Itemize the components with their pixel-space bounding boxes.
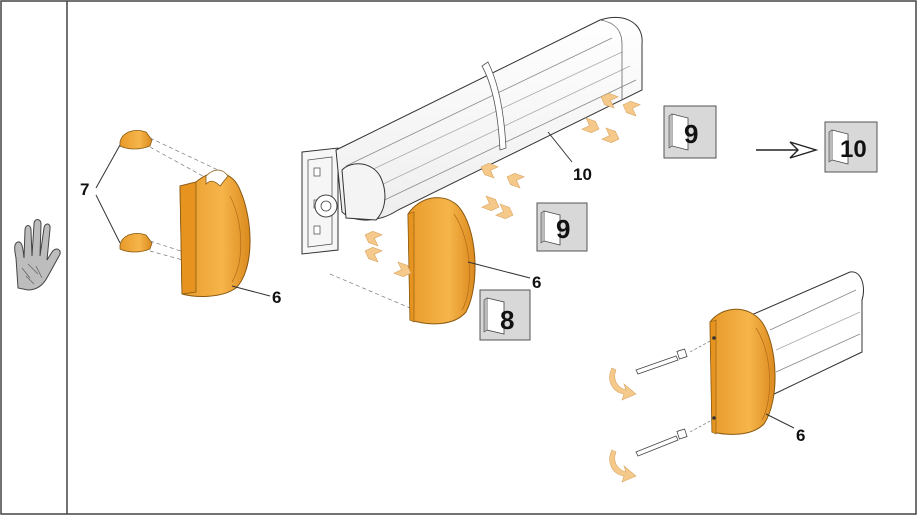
callout-6-mounted: 6: [532, 273, 541, 292]
end-cap-mounted: [407, 197, 476, 325]
leader-line-6-left: [231, 285, 271, 297]
direction-arrows-middle: [478, 160, 525, 222]
rotation-arrow-lower: [609, 449, 637, 483]
rotation-arrow-upper: [609, 367, 637, 401]
small-cap-lower: [119, 233, 153, 253]
wall-bracket: [301, 147, 339, 255]
ref-number-10: 10: [840, 136, 867, 163]
profile-body: [335, 16, 643, 221]
manual-ref-9-lower: 9: [536, 202, 588, 252]
manual-ref-10: 10: [824, 121, 878, 173]
callout-6-bottom: 6: [796, 426, 805, 445]
end-cap-fixed: [709, 308, 776, 435]
manual-book-icon: [540, 210, 561, 246]
manual-ref-9-upper: 9: [663, 105, 717, 159]
hand-icon: [14, 219, 61, 291]
leader-lines-7: [95, 144, 121, 244]
leader-line-6-bottom: [765, 413, 795, 429]
callout-6-left: 6: [272, 288, 281, 307]
small-cap-upper: [119, 130, 153, 150]
manual-book-icon: [828, 129, 849, 165]
ref-number-9-lower: 9: [556, 214, 570, 244]
manual-book-icon: [483, 297, 505, 335]
screw-icon: [635, 419, 713, 457]
ref-number-9-upper: 9: [684, 119, 698, 149]
manual-ref-8: 8: [479, 289, 531, 341]
callout-7: 7: [80, 180, 89, 199]
leader-line-10: [547, 131, 573, 163]
manual-book-icon: [668, 113, 689, 151]
leader-line-6-mounted: [467, 261, 531, 279]
ref-number-8: 8: [500, 305, 514, 335]
arrow-right-icon: [756, 141, 819, 159]
end-cap-left: [179, 169, 251, 297]
direction-arrows-bracket: [362, 228, 414, 280]
callout-10: 10: [573, 165, 592, 184]
guide-line-center: [329, 273, 411, 309]
screw-icon: [635, 339, 713, 375]
